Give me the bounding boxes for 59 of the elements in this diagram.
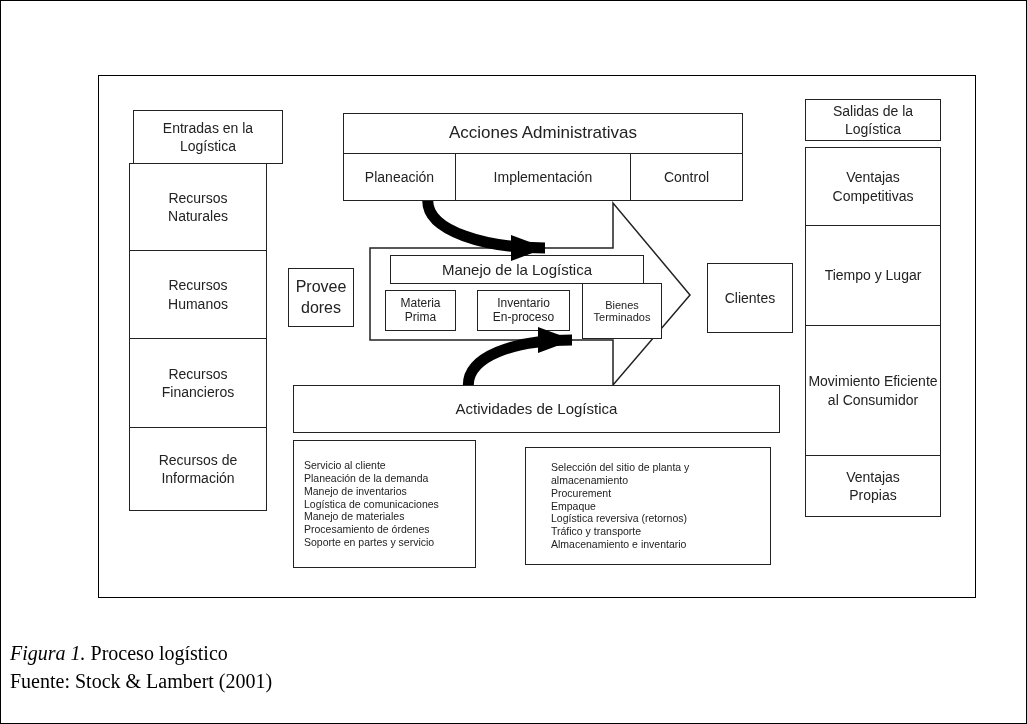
box-label: Salidas de la Logística [831, 101, 915, 139]
process-box [805, 225, 941, 326]
list-item: Logística de comunicaciones [304, 497, 439, 511]
box-label: Recursos de Información [157, 450, 239, 488]
process-box [133, 110, 283, 164]
box-label: Inventario En-proceso [491, 297, 556, 324]
process-box [129, 163, 267, 251]
list-item: Procurement [551, 486, 612, 500]
process-box [805, 325, 941, 456]
box-label: Ventajas Competitivas [831, 168, 915, 205]
box-label: Acciones Administrativas [449, 122, 637, 145]
process-box [477, 290, 570, 331]
list-item: Servicio al cliente [304, 459, 386, 472]
process-box [343, 153, 456, 201]
box-label: Recursos Humanos [167, 276, 229, 313]
header-box [390, 255, 644, 284]
list-item: Manejo de materiales [304, 510, 405, 524]
process-box [385, 290, 456, 331]
box-label: Tiempo y Lugar [824, 266, 922, 285]
activity-list-box [525, 447, 771, 565]
process-box [129, 427, 267, 511]
list-item: Soporte en partes y servicio [304, 536, 435, 549]
process-box [288, 268, 354, 327]
box-label: Materia Prima [399, 297, 442, 324]
figure-caption: Figura 1. Proceso logístico [10, 642, 228, 665]
process-box [707, 263, 793, 333]
process-box [582, 283, 662, 339]
box-label: Provee dores [294, 276, 348, 318]
box-label: Implementación [493, 167, 593, 187]
process-box [805, 147, 941, 226]
process-box [129, 338, 267, 428]
process-box [129, 250, 267, 339]
box-label: Movimiento Eficiente al Consumidor [808, 372, 938, 409]
process-box [630, 153, 743, 201]
box-label: Bienes Terminados [592, 298, 652, 324]
box-label: Manejo de la Logística [441, 259, 593, 280]
list-item: Planeación de la demanda [304, 472, 429, 485]
source-note: Fuente: Stock & Lambert (2001) [10, 670, 273, 693]
activities-bar [293, 385, 780, 433]
list-item: Almacenamiento e inventario [551, 538, 687, 551]
list-item: Manejo de inventarios [304, 484, 407, 498]
box-label: Actividades de Logística [455, 399, 618, 419]
box-label: Recursos Financieros [160, 364, 236, 402]
header-box [343, 113, 743, 154]
list-item: Logística reversiva (retornos) [551, 512, 687, 526]
box-label: Control [663, 167, 710, 187]
process-box [805, 455, 941, 517]
list-item: Selección del sitio de planta y almacenamiento [551, 461, 691, 487]
box-label: Recursos Naturales [167, 188, 229, 226]
process-box [805, 99, 941, 141]
box-label: Clientes [724, 288, 776, 308]
box-label: Planeación [364, 167, 435, 187]
list-item: Tráfico y transporte [551, 525, 642, 538]
process-arrow [370, 203, 690, 385]
box-label: Entradas en la Logística [161, 118, 255, 156]
activity-list-box [293, 440, 476, 568]
list-item: Procesamiento de órdenes [304, 523, 430, 536]
box-label: Ventajas Propias [845, 467, 901, 505]
list-item: Empaque [551, 499, 596, 513]
